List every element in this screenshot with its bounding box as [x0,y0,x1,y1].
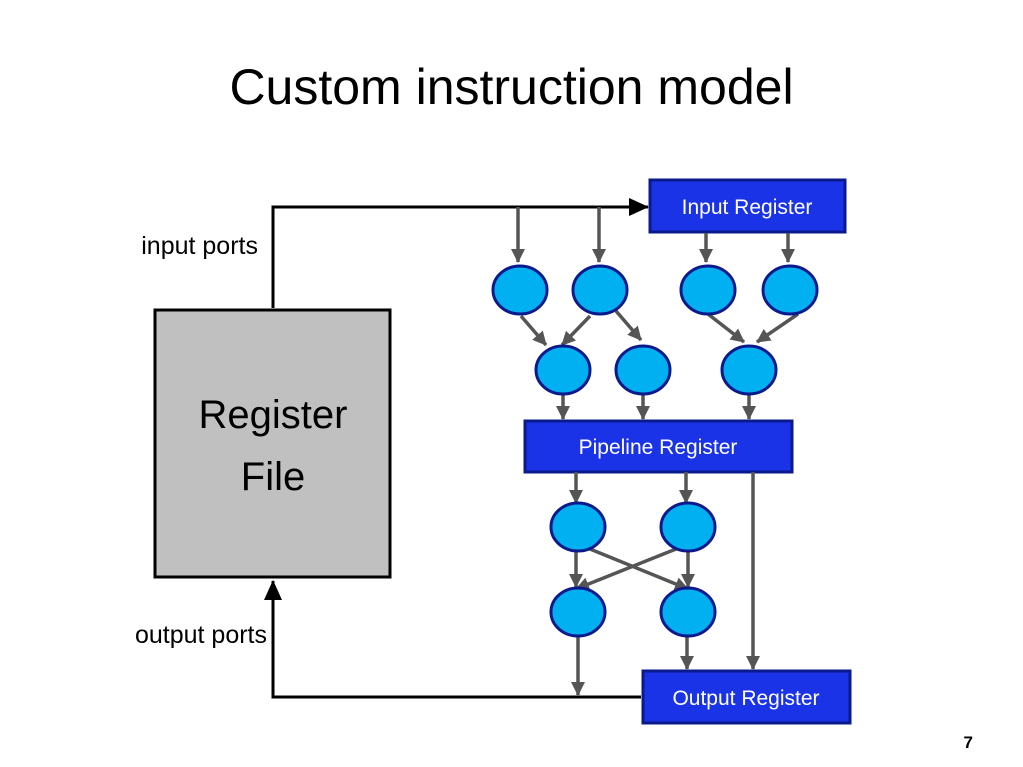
register-file-label-line2: File [241,455,305,499]
operation-node [614,344,672,396]
register-file: Register File [153,308,392,579]
input-ports-connector [271,198,649,308]
dataflow-arrows [511,207,799,696]
arrow [589,547,689,591]
operation-node [679,264,737,316]
operation-node [571,264,629,316]
arrow [519,314,548,347]
operation-node [534,344,592,396]
arrow [706,312,746,344]
operation-nodes [491,264,819,638]
operation-node [761,264,819,316]
input-register-label: Input Register [682,196,813,219]
pipeline-register: Pipeline Register [523,419,794,474]
operation-node [720,344,778,396]
register-file-label-line1: Register [199,393,348,437]
pipeline-register-label: Pipeline Register [579,436,738,459]
operation-node [549,501,607,553]
slide-title: Custom instruction model [229,59,794,115]
page-number: 7 [963,733,973,752]
input-ports-label: input ports [141,232,258,260]
arrow [560,314,592,347]
operation-node [659,501,717,553]
operation-node [491,264,549,316]
arrow [575,547,677,591]
arrow [756,312,799,344]
input-register: Input Register [648,178,847,234]
output-ports-connector [264,580,641,699]
output-ports-label: output ports [135,621,267,649]
output-register-label: Output Register [672,687,819,710]
output-register: Output Register [641,669,852,725]
operation-node [549,586,607,638]
arrow [614,309,643,342]
operation-node [659,586,717,638]
